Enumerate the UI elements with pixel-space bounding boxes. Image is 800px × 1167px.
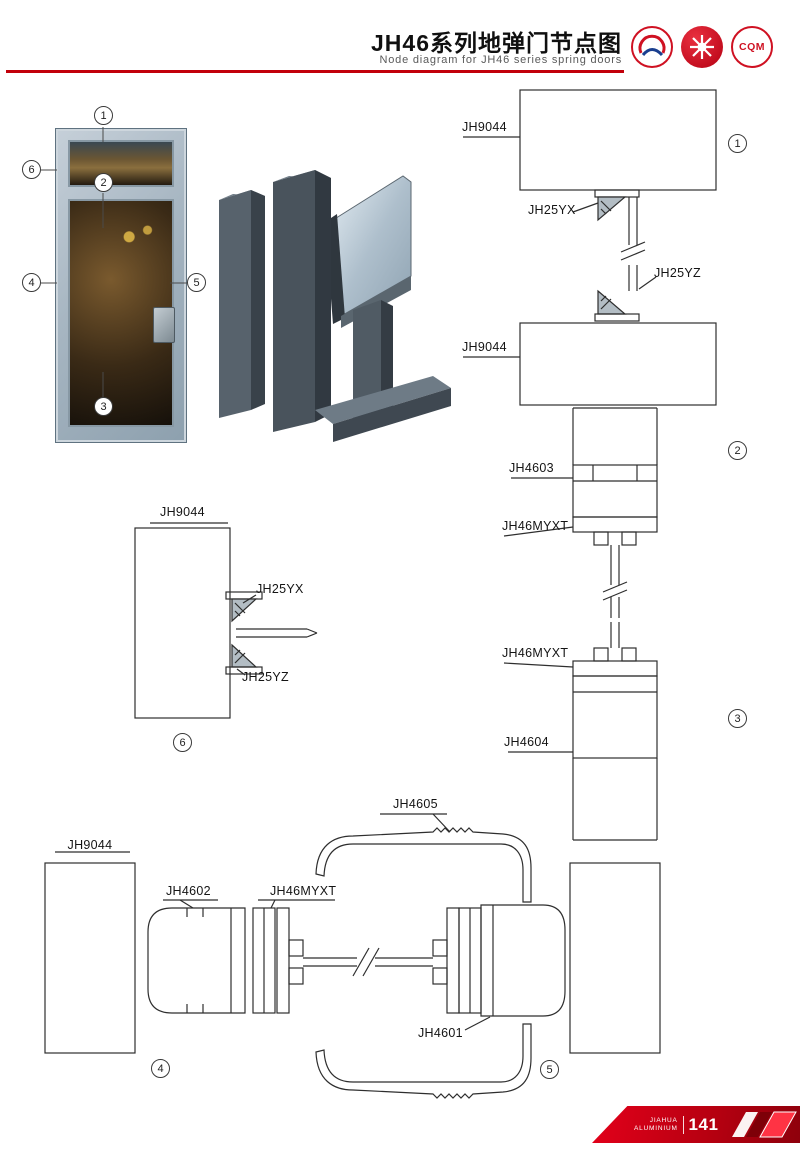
label-jh4601: JH4601: [418, 1026, 463, 1040]
label-jh46myxt-d2: JH46MYXT: [502, 519, 569, 533]
footer-brand: JIAHUA ALUMINIUM: [634, 1117, 678, 1133]
label-jh4602: JH4602: [166, 884, 211, 898]
callout-2: 2: [94, 173, 113, 192]
header-divider: [6, 70, 624, 73]
label-jh9044-bottom: JH9044: [462, 340, 507, 354]
cert-logo-emblem-icon: [631, 26, 673, 68]
detail-4-5-drawing: [44, 813, 661, 1099]
detail-1-badge: 1: [728, 134, 747, 153]
label-jh9044-d45: JH9044: [67, 838, 113, 852]
label-jh4603: JH4603: [509, 461, 554, 475]
cert-logo-star-icon: [681, 26, 723, 68]
label-jh25yx-d1: JH25YX: [528, 203, 576, 217]
detail-2-drawing: [503, 407, 658, 618]
label-jh25yx-d6: JH25YX: [256, 582, 304, 596]
detail-6-drawing: [134, 522, 318, 719]
star-icon: [690, 35, 714, 59]
label-jh46myxt-d45: JH46MYXT: [270, 884, 337, 898]
detail-1-drawing: [463, 89, 717, 406]
page-subtitle: Node diagram for JH46 series spring door…: [379, 54, 622, 66]
label-jh25yz-d1: JH25YZ: [654, 266, 701, 280]
certification-logos: CQM: [631, 26, 773, 68]
profile-3d-render: [219, 170, 451, 442]
callout-4: 4: [22, 273, 41, 292]
door-photo: [55, 128, 187, 443]
door-handle: [153, 307, 175, 343]
cqm-label: CQM: [739, 41, 765, 53]
detail-6-badge: 6: [173, 733, 192, 752]
callout-3: 3: [94, 397, 113, 416]
footer-brand-line2: ALUMINIUM: [634, 1124, 678, 1132]
footer-band: JIAHUA ALUMINIUM 141: [592, 1106, 800, 1143]
detail-4-badge: 4: [151, 1059, 170, 1078]
footer-divider: [682, 1115, 684, 1134]
transom-glass: [68, 140, 174, 187]
detail-2-badge: 2: [728, 441, 747, 460]
footer-logo-icon: [732, 1111, 798, 1138]
label-jh9044-top: JH9044: [462, 120, 507, 134]
page-title: JH46系列地弹门节点图: [371, 30, 622, 56]
detail-3-badge: 3: [728, 709, 747, 728]
detail-5-badge: 5: [540, 1060, 559, 1079]
page-number: 141: [688, 1114, 719, 1134]
callout-6: 6: [22, 160, 41, 179]
label-jh4604: JH4604: [504, 735, 549, 749]
label-jh25yz-d6: JH25YZ: [242, 670, 289, 684]
callout-1: 1: [94, 106, 113, 125]
label-jh46myxt-d3: JH46MYXT: [502, 646, 569, 660]
emblem-icon: [638, 34, 666, 57]
callout-5: 5: [187, 273, 206, 292]
callout-lines: [41, 127, 187, 397]
label-jh9044-d6: JH9044: [160, 505, 205, 519]
footer-brand-line1: JIAHUA: [649, 1116, 678, 1124]
label-jh4605: JH4605: [393, 797, 438, 811]
cert-logo-cqm: CQM: [731, 26, 773, 68]
detail-3-drawing: [503, 622, 658, 841]
